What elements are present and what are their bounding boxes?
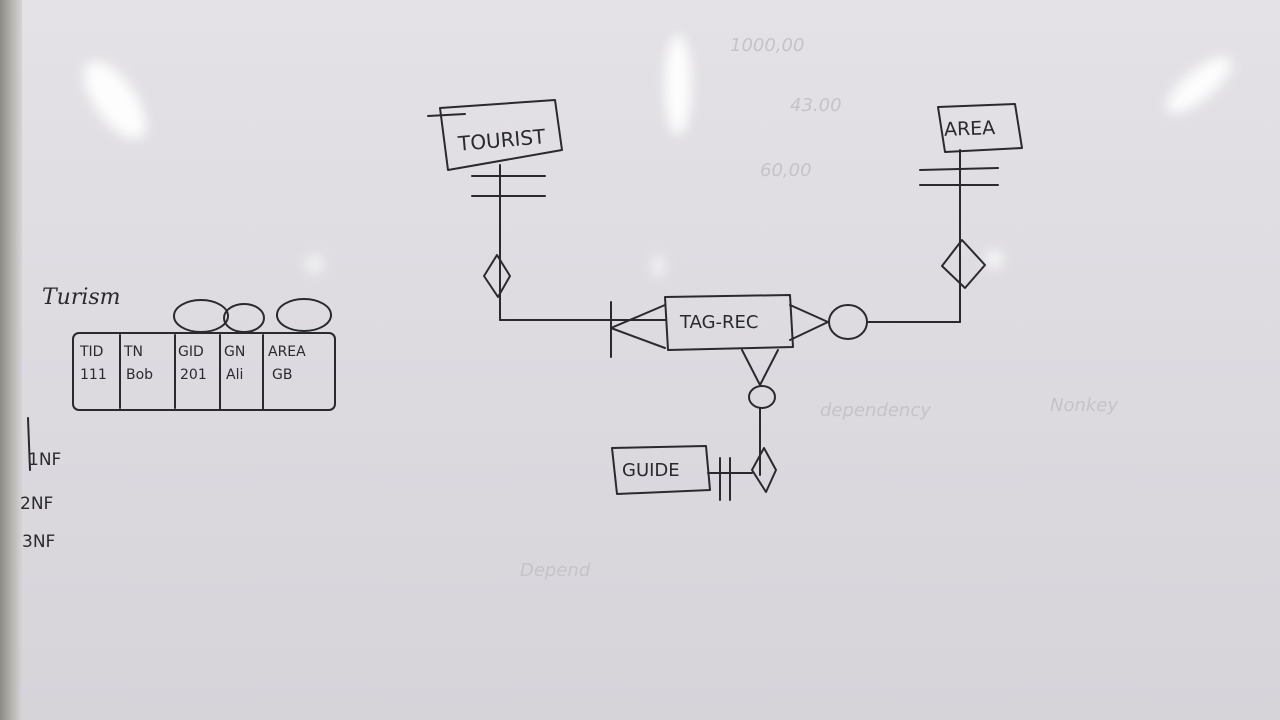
normal-form-label: 3NF [22,532,56,552]
table-header-cell: TN [124,344,144,360]
table-header-cell: GID [178,344,204,360]
table-cell: 201 [180,367,207,383]
light-reflection [665,35,691,135]
light-reflection [985,250,1003,268]
light-reflection [652,255,664,277]
normal-form-label: 1NF [28,450,62,470]
table-header-cell: TID [80,344,104,360]
relationship-diamond [941,239,986,289]
whiteboard-frame [0,0,22,720]
key-circle [276,298,332,332]
entity-area-label: AREA [943,117,996,141]
table-cell: GB [272,367,293,383]
crowfoot [741,349,761,386]
tourist-box [439,99,563,171]
optional-circle [748,385,776,409]
table-cell: Ali [226,367,244,383]
table-cell: 111 [80,367,107,383]
normal-form-label: 2NF [20,494,54,514]
crowfoot [759,349,779,386]
nf-stroke [27,417,31,471]
crowfoot [610,304,666,329]
light-reflection [305,255,323,273]
guide-box [611,445,711,495]
relationship-diamond [483,254,511,298]
table-border [72,332,336,411]
key-circle [223,303,265,333]
table-cell: Bob [126,367,154,383]
crowfoot [789,304,829,323]
crowfoot [610,327,666,349]
tourist-bar [427,113,466,117]
table-title: Turism [42,285,121,310]
entity-tagrec-label: TAG-REC [680,312,759,333]
cardinality-mark [919,167,999,171]
tourist-entity-shape [427,99,563,171]
crowfoot [789,321,829,341]
optional-circle [828,304,868,340]
area-box [937,103,1023,153]
entity-guide-label: GUIDE [622,460,680,481]
relationship-diamond [751,447,777,493]
table-header-cell: GN [224,344,246,360]
turism-table [72,298,336,411]
key-circle [173,299,229,333]
table-header-cell: AREA [268,344,306,360]
tagrec-box [664,294,794,351]
